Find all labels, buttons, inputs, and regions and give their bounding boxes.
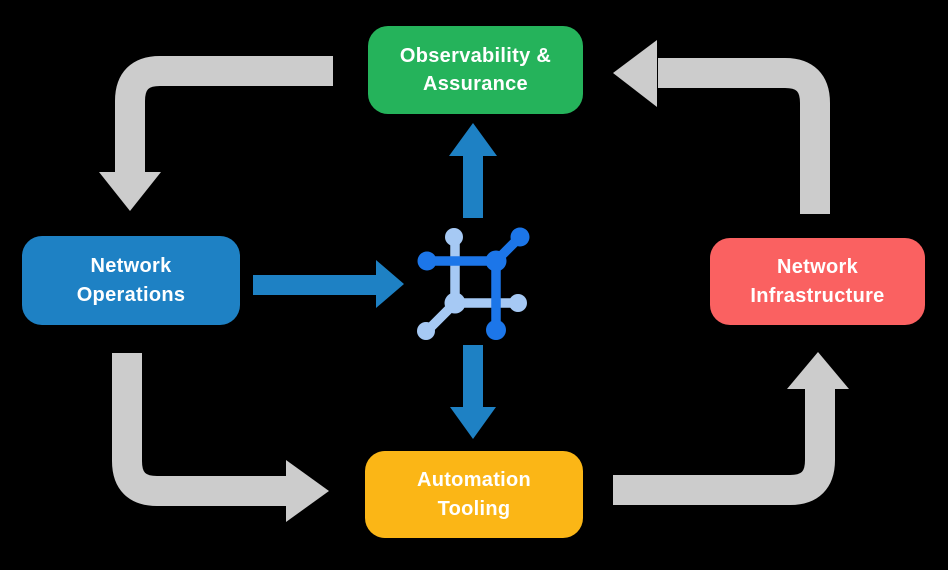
- node-network-infrastructure: Network Infrastructure: [710, 238, 925, 325]
- arrowhead-right: [286, 460, 329, 522]
- arrowhead-down: [99, 172, 161, 211]
- node-automation-tooling: Automation Tooling: [365, 451, 583, 538]
- icon-dark-branch: [417, 227, 530, 340]
- arrow-operations-to-center: [253, 260, 404, 308]
- arrow-automation-to-infrastructure: [613, 352, 849, 505]
- arrow-center-to-observability: [449, 123, 497, 218]
- node-label: Network Infrastructure: [750, 256, 885, 307]
- node-label: Automation Tooling: [416, 469, 532, 520]
- arrow-operations-to-automation: [112, 353, 329, 522]
- node-observability-assurance: Observability & Assurance: [368, 26, 583, 114]
- arrowhead-up: [787, 352, 849, 389]
- node-network-operations: Network Operations: [22, 236, 240, 325]
- node-label: Network Operations: [76, 255, 186, 306]
- icon-light-branch: [417, 228, 527, 340]
- network-automation-icon: [417, 227, 530, 340]
- arrow-infrastructure-to-observability: [613, 40, 830, 214]
- node-label: Observability & Assurance: [399, 44, 552, 95]
- arrow-center-to-automation: [450, 345, 496, 439]
- arrowhead-left: [613, 40, 657, 107]
- arrow-observability-to-operations: [99, 56, 333, 211]
